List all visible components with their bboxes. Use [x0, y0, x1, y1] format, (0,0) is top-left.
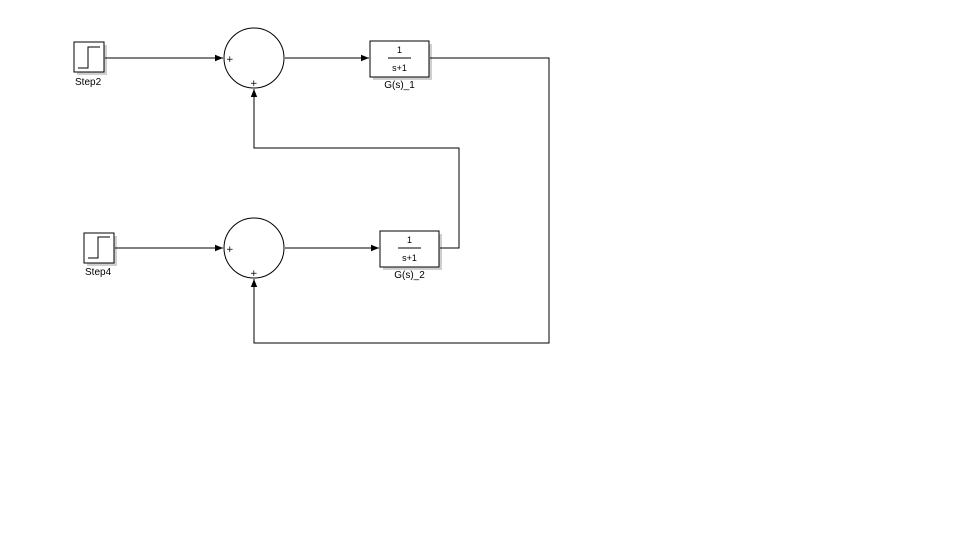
- g2-label: G(s)_2: [394, 270, 425, 281]
- sum-block-bottom[interactable]: + +: [223, 217, 285, 279]
- sum-bottom-sign-left: +: [226, 245, 234, 255]
- step2-label: Step2: [75, 77, 102, 88]
- signal-line-g1-to-sum2[interactable]: [250, 57, 550, 344]
- signal-line-g2-to-sum1[interactable]: [250, 89, 460, 249]
- step4-label: Step4: [85, 267, 112, 278]
- transfer-fcn-block-g2[interactable]: 1 s+1: [379, 230, 442, 270]
- step-icon: [78, 46, 100, 69]
- step-icon: [88, 236, 110, 259]
- sum-top-sign-left: +: [226, 55, 234, 65]
- sum-top-sign-bottom: +: [250, 79, 258, 89]
- g2-denominator: s+1: [402, 253, 417, 263]
- sum-bottom-sign-bottom: +: [250, 269, 258, 279]
- g2-numerator: 1: [407, 235, 412, 245]
- step-block-step2[interactable]: [73, 41, 107, 75]
- sum-block-top[interactable]: + +: [223, 27, 285, 89]
- step-block-step4[interactable]: [83, 232, 117, 266]
- g1-denominator: s+1: [392, 63, 407, 73]
- transfer-fcn-block-g1[interactable]: 1 s+1: [369, 40, 432, 80]
- g1-numerator: 1: [397, 45, 402, 55]
- g1-label: G(s)_1: [384, 80, 415, 91]
